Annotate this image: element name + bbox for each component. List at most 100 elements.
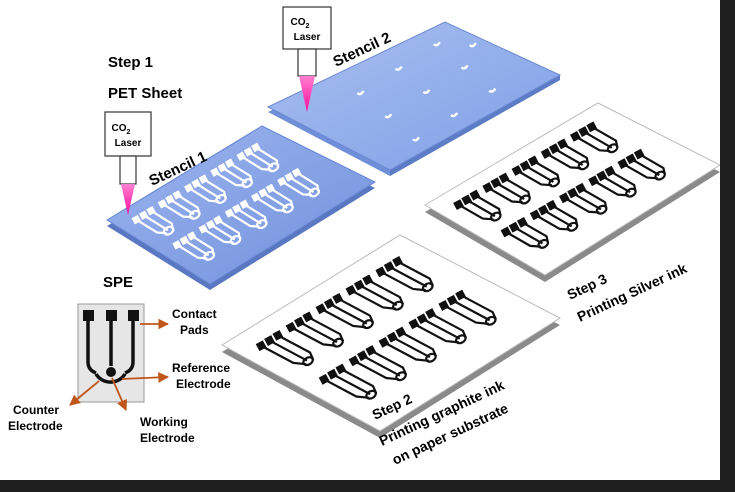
electrode-ring (425, 352, 437, 363)
electrode-track (495, 181, 525, 200)
electrode-track (391, 336, 431, 359)
electrode-track (328, 302, 368, 325)
electrode-track (247, 150, 274, 168)
electrode-track (572, 192, 602, 211)
arrow-reference-electrode (121, 372, 170, 383)
electrode-track (451, 299, 491, 322)
electrode-ring (489, 211, 502, 222)
laser-2-co-text: CO (291, 17, 306, 28)
step-1-title: Step 1 (108, 54, 153, 71)
step-3-paper-sheet (424, 102, 720, 282)
laser-1-beam (121, 184, 135, 215)
electrode-ring (215, 193, 227, 204)
co2-laser-2: CO2 Laser (282, 6, 332, 112)
laser-1-label: Laser (115, 138, 142, 149)
electrode-ring (566, 221, 579, 232)
spe-track-reference (124, 321, 135, 375)
electrode-track (524, 164, 554, 183)
stencil-hole (468, 42, 477, 48)
electrode-track (323, 378, 370, 399)
electrode-track (516, 169, 552, 187)
electrode-track (290, 326, 337, 347)
electrode-ring (595, 204, 608, 215)
electrode-ring (548, 177, 561, 188)
stencil-1-sheet (106, 125, 377, 290)
electrode-ring (654, 170, 666, 181)
electrode-ring (577, 160, 590, 171)
stencil-hole (384, 113, 393, 119)
stencil-hole (412, 136, 420, 142)
electrode-track (380, 270, 426, 292)
electrode-ring (484, 315, 497, 326)
electrode-track (601, 175, 631, 194)
electrode-track (421, 317, 461, 340)
electrode-track (593, 179, 629, 197)
laser-1-subscript: 2 (127, 129, 131, 136)
electrode-track (320, 307, 367, 329)
electrode-track (143, 214, 169, 232)
electrode-track (513, 226, 543, 245)
stencil-hole (460, 64, 469, 70)
electrode-ring (282, 203, 294, 214)
spe-detail: SPE Contact Pads Reference Electrode Cou… (8, 274, 231, 445)
electrode-ring (162, 225, 175, 236)
electrode-track (534, 213, 571, 231)
electrode-ring (365, 389, 377, 400)
electrode-track (361, 354, 401, 377)
electrode-ring (267, 162, 280, 173)
stencil-hole (394, 65, 403, 71)
electrode-track (298, 321, 338, 344)
co2-laser-1: CO2 Laser (104, 111, 152, 215)
electrode-track (563, 196, 600, 214)
contact-pads-label-line-1: Contact (172, 307, 217, 321)
svg-text:CO2: CO2 (291, 17, 310, 30)
stencil-hole (356, 90, 365, 96)
reference-electrode-label-line-2: Electrode (176, 377, 231, 391)
electrode-ring (332, 337, 344, 348)
electrode-track (332, 373, 371, 396)
electrode-track (288, 176, 315, 193)
spe-title: SPE (103, 274, 133, 291)
electrode-ring (203, 250, 216, 261)
electrode-track (358, 284, 398, 307)
stencil-hole (450, 112, 459, 118)
electrode-track (195, 182, 221, 200)
spe-contact-pad-middle (106, 310, 117, 321)
arrow-counter-electrode (69, 380, 100, 406)
electrode-track (350, 289, 396, 310)
electrode-track (553, 147, 584, 166)
electrode-track (466, 198, 496, 218)
electrode-track (383, 341, 430, 362)
electrode-track (505, 230, 542, 248)
electrode-track (457, 203, 494, 221)
electrode-ring (302, 356, 314, 367)
working-electrode-label-line-2: Electrode (140, 431, 195, 445)
stencil-hole (432, 41, 441, 47)
laser-2-beam (299, 76, 315, 112)
spe-contact-pad-left (83, 310, 94, 321)
electrode-ring (625, 187, 637, 198)
stencil-hole (488, 87, 497, 93)
electrode-ring (421, 282, 434, 293)
electrode-track (388, 265, 428, 288)
laser-2-box (282, 6, 332, 50)
electrode-ring (229, 235, 242, 245)
electrode-ring (392, 300, 404, 311)
diagram-canvas: CO2 Laser CO2 Laser Step 1 PET Sheet Ste… (0, 0, 720, 480)
electrode-track (169, 198, 195, 216)
electrode-ring (362, 319, 374, 330)
spe-contact-pad-right (128, 310, 139, 321)
laser-2-label: Laser (294, 32, 321, 43)
reference-electrode-label-line-1: Reference (172, 361, 230, 375)
fabrication-diagram: CO2 Laser CO2 Laser Step 1 PET Sheet Ste… (8, 6, 720, 468)
stencil-hole (422, 89, 431, 95)
electrode-track (269, 339, 308, 362)
electrode-track (413, 322, 459, 344)
electrode-ring (241, 178, 254, 189)
electrode-ring (255, 219, 268, 230)
electrode-track (183, 239, 210, 257)
step-2-graphite-electrodes (255, 256, 497, 400)
electrode-ring (606, 143, 619, 154)
spe-working-electrode-disc (106, 367, 116, 377)
electrode-track (443, 304, 489, 325)
